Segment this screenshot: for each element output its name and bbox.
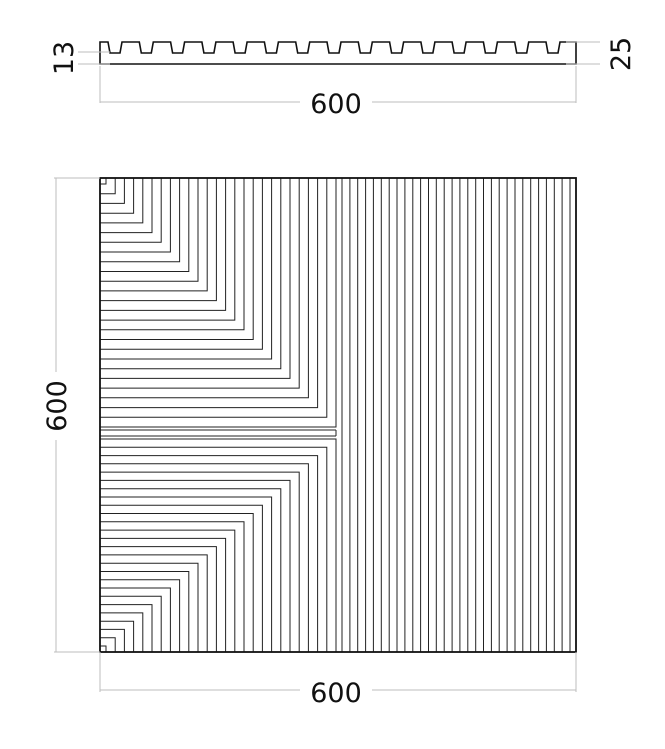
panel-corner-groove-top <box>100 178 328 418</box>
panel-corner-groove-top <box>100 178 181 263</box>
panel-corner-groove-bottom <box>100 446 328 652</box>
panel-corner-groove-bottom <box>100 513 254 652</box>
panel-corner-groove-top <box>100 178 227 311</box>
panel-corner-groove-top <box>100 178 282 370</box>
panel-corner-groove-top <box>100 178 337 428</box>
panel-corner-groove-top <box>100 178 171 253</box>
panel-corner-groove-top <box>100 178 300 389</box>
profile-max-thickness-label: 25 <box>606 37 637 71</box>
panel-corner-groove-bottom <box>100 562 199 652</box>
panel-width-label: 600 <box>310 678 362 709</box>
profile-view: 600 13 25 <box>49 37 637 120</box>
panel-corner-groove-bottom <box>100 628 125 652</box>
panel-corner-groove-bottom <box>100 612 144 652</box>
panel-corner-groove-bottom <box>100 546 217 652</box>
panel-corner-groove-top <box>100 178 291 379</box>
panel-corner-groove-top <box>100 178 162 243</box>
panel-corner-groove-bottom <box>100 471 300 652</box>
panel-corner-groove-bottom <box>100 521 245 652</box>
panel-corner-groove-top <box>100 178 245 331</box>
panel-corner-groove-top <box>100 178 116 195</box>
panel-view: 600 600 <box>42 177 577 709</box>
panel-corner-groove-top <box>100 178 208 292</box>
panel-corner-groove-bottom <box>100 455 319 652</box>
panel-corner-groove-top <box>100 178 263 350</box>
panel-corner-groove-bottom <box>100 637 116 652</box>
panel-corner-groove-bottom <box>100 496 273 652</box>
panel-groove-pattern <box>100 178 571 652</box>
panel-corner-groove-top <box>100 178 309 399</box>
panel-corner-groove-top <box>100 178 199 282</box>
panel-corner-groove-bottom <box>100 529 236 652</box>
panel-corner-groove-bottom <box>100 620 135 652</box>
panel-corner-groove-bottom <box>100 604 153 652</box>
panel-corner-groove-top <box>100 178 254 340</box>
panel-corner-groove-bottom <box>100 488 282 652</box>
panel-corner-groove-bottom <box>100 554 208 652</box>
panel-corner-groove-bottom <box>100 587 171 652</box>
panel-corner-groove-bottom <box>100 463 309 652</box>
panel-corner-groove-bottom <box>100 537 227 652</box>
panel-corner-groove-bottom <box>100 438 337 652</box>
panel-corner-groove-bottom <box>100 479 291 652</box>
panel-corner-groove-top <box>100 178 217 302</box>
panel-height-label: 600 <box>42 380 73 432</box>
panel-corner-groove-top <box>100 178 236 321</box>
panel-corner-groove-top <box>100 178 125 204</box>
profile-length-label: 600 <box>310 89 362 120</box>
panel-corner-groove-top <box>100 178 153 234</box>
panel-corner-groove-top <box>100 178 319 409</box>
panel-corner-groove-top <box>100 178 144 224</box>
panel-corner-groove-bottom <box>100 595 162 652</box>
profile-outline <box>99 41 577 65</box>
panel-corner-groove-bottom <box>100 504 263 652</box>
panel-corner-groove-bottom <box>100 579 181 652</box>
panel-corner-groove-top <box>100 178 190 272</box>
panel-outline <box>99 177 577 653</box>
panel-corner-groove-top <box>100 178 135 214</box>
panel-corner-groove-bottom <box>100 645 107 652</box>
panel-corner-groove-top <box>100 178 273 360</box>
panel-corner-groove-top <box>100 178 107 185</box>
panel-corner-groove-bottom <box>100 571 190 652</box>
profile-min-thickness-label: 13 <box>49 41 80 75</box>
